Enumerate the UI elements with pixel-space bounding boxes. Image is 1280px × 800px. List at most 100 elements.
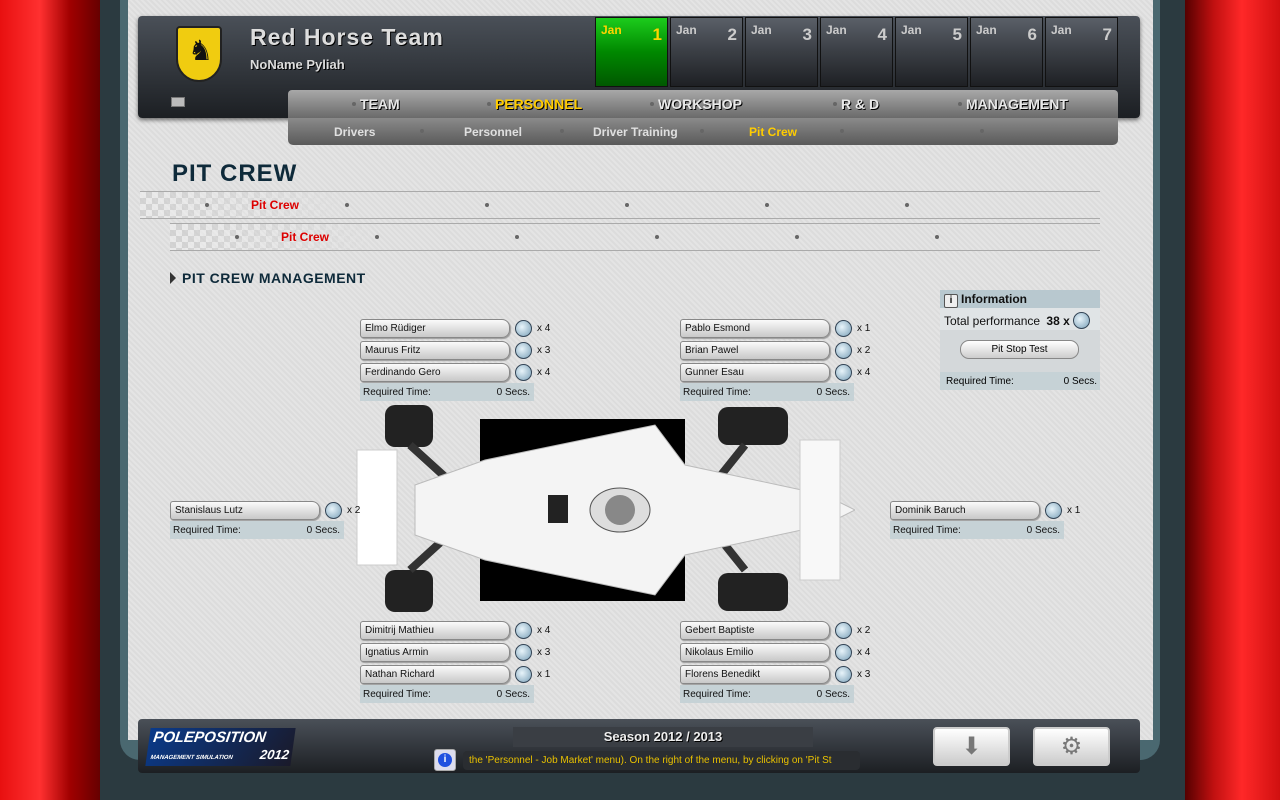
required-time-front-right: Required Time:0 Secs.	[680, 383, 854, 401]
tab-bar-primary: Pit Crew	[140, 191, 1100, 219]
required-time-value: 0 Secs.	[1063, 376, 1097, 387]
crew-member-rear-right[interactable]: Gebert Baptiste	[680, 621, 830, 640]
info-button[interactable]: i	[434, 749, 456, 771]
skill-multiplier: x 4	[857, 647, 871, 658]
team-name: Red Horse Team	[250, 24, 444, 50]
manager-name: NoName Pyliah	[250, 57, 345, 72]
required-time-value: 0 Secs.	[816, 387, 850, 398]
skill-multiplier: x 4	[537, 625, 551, 636]
skill-multiplier: x 1	[1067, 505, 1081, 516]
pit-stop-test-button[interactable]: Pit Stop Test	[960, 340, 1079, 359]
required-time-label: Required Time:	[173, 525, 241, 536]
skill-multiplier: x 1	[537, 669, 551, 680]
section-title: PIT CREW MANAGEMENT	[170, 270, 366, 286]
main-nav: TEAM PERSONNEL WORKSHOP R & D MANAGEMENT	[288, 90, 1118, 118]
background-left	[0, 0, 100, 800]
news-ticker: the 'Personnel - Job Market' menu). On t…	[463, 751, 860, 770]
calendar-month: Jan	[976, 23, 997, 37]
calendar-day-3[interactable]: Jan 3	[745, 17, 818, 87]
tyre	[385, 570, 433, 612]
background-right	[1185, 0, 1280, 800]
skill-multiplier: x 2	[857, 625, 871, 636]
stopwatch-icon	[515, 320, 532, 337]
required-time-label: Required Time:	[363, 689, 431, 700]
required-time-value: 0 Secs.	[816, 689, 850, 700]
subnav-driver-training[interactable]: Driver Training	[593, 125, 678, 139]
tab-pit-crew[interactable]: Pit Crew	[251, 198, 300, 212]
subtab-pit-crew[interactable]: Pit Crew	[281, 230, 330, 244]
subnav-pit-crew[interactable]: Pit Crew	[749, 125, 798, 139]
page-title: PIT CREW	[172, 160, 298, 187]
save-download-button[interactable]: ⬇	[933, 727, 1010, 766]
subnav-separator	[420, 129, 424, 133]
nav-workshop[interactable]: WORKSHOP	[658, 96, 742, 112]
stopwatch-icon	[515, 644, 532, 661]
stopwatch-icon	[835, 644, 852, 661]
nav-management[interactable]: MANAGEMENT	[966, 96, 1068, 112]
stopwatch-icon	[835, 342, 852, 359]
required-time-nose: Required Time:0 Secs.	[890, 521, 1064, 539]
nav-r-d[interactable]: R & D	[841, 96, 880, 112]
season-label: Season 2012 / 2013	[513, 727, 813, 747]
crew-member-rear-left[interactable]: Dimitrij Mathieu	[360, 621, 510, 640]
nav-personnel[interactable]: PERSONNEL	[495, 96, 583, 112]
tab-separator	[935, 235, 939, 239]
tab-separator	[765, 203, 769, 207]
subnav-separator	[980, 129, 984, 133]
crew-member-rear-right[interactable]: Florens Benedikt	[680, 665, 830, 684]
crew-member-rear-right[interactable]: Nikolaus Emilio	[680, 643, 830, 662]
stopwatch-icon	[1073, 312, 1091, 329]
calendar-day-number: 3	[802, 25, 812, 44]
subnav-drivers[interactable]: Drivers	[334, 125, 376, 139]
info-icon: i	[438, 753, 452, 767]
info-title: Information	[961, 292, 1027, 306]
crew-member-front-left[interactable]: Ferdinando Gero	[360, 363, 510, 382]
required-time-value: 0 Secs.	[306, 525, 340, 536]
tab-separator	[235, 235, 239, 239]
subnav-separator	[700, 129, 704, 133]
required-time-label: Required Time:	[946, 376, 1014, 387]
crew-member-front-right[interactable]: Pablo Esmond	[680, 319, 830, 338]
nav-separator	[352, 102, 356, 106]
crew-member-front-right[interactable]: Brian Pawel	[680, 341, 830, 360]
crew-member-rear[interactable]: Stanislaus Lutz	[170, 501, 320, 520]
crew-member-front-left[interactable]: Maurus Fritz	[360, 341, 510, 360]
download-icon: ⬇	[961, 733, 982, 760]
calendar-month: Jan	[751, 23, 772, 37]
required-time-rear: Required Time: 0 Secs.	[170, 521, 344, 539]
tab-separator	[515, 235, 519, 239]
stopwatch-icon	[325, 502, 342, 519]
nav-separator	[958, 102, 962, 106]
stopwatch-icon	[835, 364, 852, 381]
sub-nav: Drivers Personnel Driver Training Pit Crew	[288, 118, 1118, 145]
tyre	[385, 405, 433, 447]
total-performance-value: 38 x	[1046, 314, 1070, 328]
settings-button[interactable]: ⚙	[1033, 727, 1110, 766]
nav-team[interactable]: TEAM	[360, 96, 400, 112]
crew-member-front-left[interactable]: Elmo Rüdiger	[360, 319, 510, 338]
total-performance: Total performance 38 x	[940, 308, 1100, 330]
crew-member-rear-left[interactable]: Ignatius Armin	[360, 643, 510, 662]
subnav-personnel[interactable]: Personnel	[464, 125, 523, 139]
crew-member-front-right[interactable]: Gunner Esau	[680, 363, 830, 382]
calendar-day-number: 2	[727, 25, 737, 44]
required-time-value: 0 Secs.	[1026, 525, 1060, 536]
mail-icon[interactable]	[171, 97, 185, 107]
subnav-separator	[840, 129, 844, 133]
stopwatch-icon	[835, 622, 852, 639]
car-top-view	[356, 405, 855, 612]
stopwatch-icon	[515, 622, 532, 639]
crew-member-nose[interactable]: Dominik Baruch	[890, 501, 1040, 520]
tab-separator	[485, 203, 489, 207]
calendar-month: Jan	[826, 23, 847, 37]
required-time-value: 0 Secs.	[496, 387, 530, 398]
required-time-rear-right: Required Time:0 Secs.	[680, 685, 854, 703]
crew-member-rear-left[interactable]: Nathan Richard	[360, 665, 510, 684]
